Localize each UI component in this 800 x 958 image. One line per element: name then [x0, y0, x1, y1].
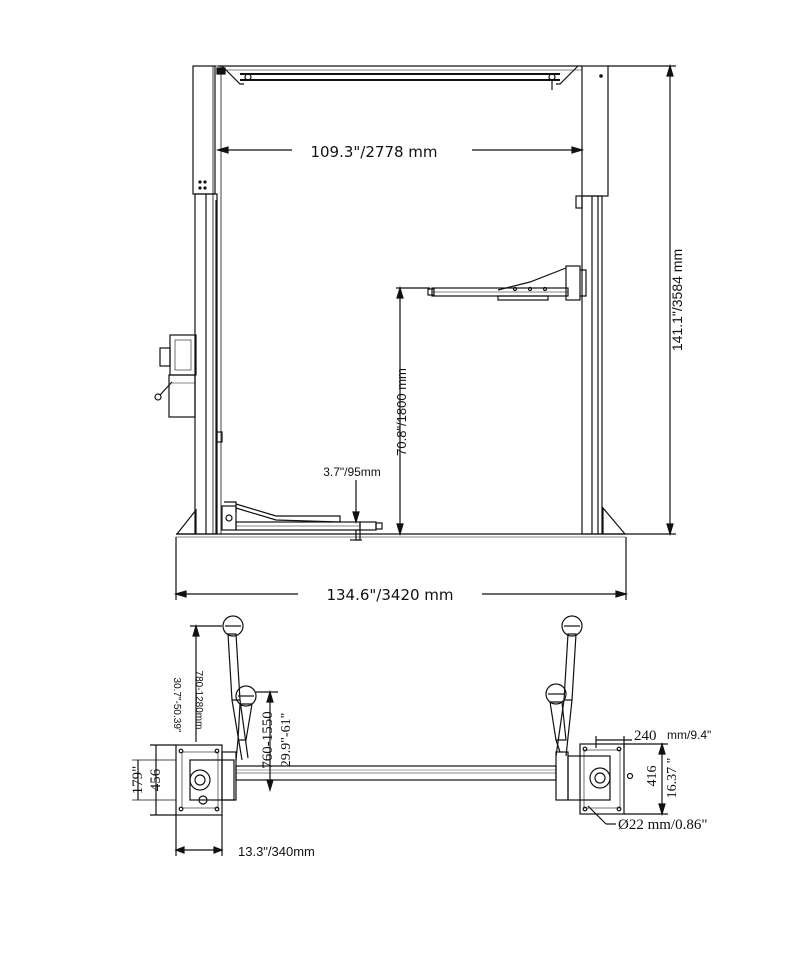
right-lift-arm	[427, 265, 587, 301]
label-arm-reach-inch: 30.7"-50.39"	[171, 678, 182, 733]
front-view: 109.3"/2778 mm 141.1"/3584 mm 70.8"/1800…	[154, 63, 685, 604]
left-base-top	[175, 744, 237, 816]
right-base-top	[555, 743, 634, 815]
left-arms-top	[222, 615, 257, 761]
left-base-plate	[175, 508, 197, 535]
dim-min-pad: 3.7"/95mm	[323, 465, 381, 525]
left-lift-arm	[221, 501, 383, 541]
label-overall-width: 134.6"/3420 mm	[326, 586, 453, 604]
dim-inner-width: 109.3"/2778 mm	[215, 143, 585, 161]
label-base-height-a: 179"	[130, 766, 146, 795]
dim-left-base-height: 179" 456	[130, 744, 176, 816]
label-total-height: 141.1"/3584 mm	[669, 249, 685, 351]
left-column	[192, 65, 226, 535]
right-column	[575, 65, 609, 535]
label-base-height-b: 456	[148, 768, 164, 791]
label-base-depth-inch: 16.37 "	[665, 758, 680, 799]
label-base-width: 13.3"/340mm	[238, 844, 315, 859]
label-short-arm-range-inch: 29.9"-61"	[279, 713, 294, 768]
left-limit-block	[216, 431, 223, 443]
dim-overall-width: 134.6"/3420 mm	[173, 537, 629, 604]
top-view: 780-1280mm 30.7"-50.39" 760-1550 29.9"-6…	[130, 615, 711, 859]
label-inner-width: 109.3"/2778 mm	[310, 143, 437, 161]
dim-base-depth: 416 16.37 "	[624, 741, 680, 817]
dim-total-height: 141.1"/3584 mm	[608, 63, 685, 537]
label-anchor-offset: 240	[634, 728, 657, 744]
dim-short-arm: 760-1550 29.9"-61"	[256, 689, 294, 793]
label-anchor-bolt: Ø22 mm/0.86"	[618, 817, 707, 833]
label-arm-reach: 780-1280mm	[193, 671, 204, 730]
label-min-pad-height: 3.7"/95mm	[323, 465, 381, 479]
dim-base-width: 13.3"/340mm	[174, 815, 315, 859]
overhead-beam	[218, 65, 582, 90]
right-base-plate	[602, 506, 627, 535]
dim-arm-reach: 780-1280mm 30.7"-50.39"	[171, 623, 222, 742]
dim-arm-height: 70.8"/1800 mm	[394, 285, 430, 537]
label-base-depth: 416	[645, 766, 660, 787]
top-cross-beam	[235, 765, 557, 781]
callout-anchor-bolt: Ø22 mm/0.86"	[587, 805, 707, 833]
label-anchor-offset-inch: mm/9.4"	[667, 728, 711, 742]
label-arm-height: 70.8"/1800 mm	[394, 368, 409, 456]
right-arms-top	[545, 615, 583, 757]
dim-anchor-offset: 240 mm/9.4"	[595, 728, 711, 748]
hydraulic-power-unit	[154, 334, 197, 418]
label-short-arm-range: 760-1550	[260, 711, 276, 769]
